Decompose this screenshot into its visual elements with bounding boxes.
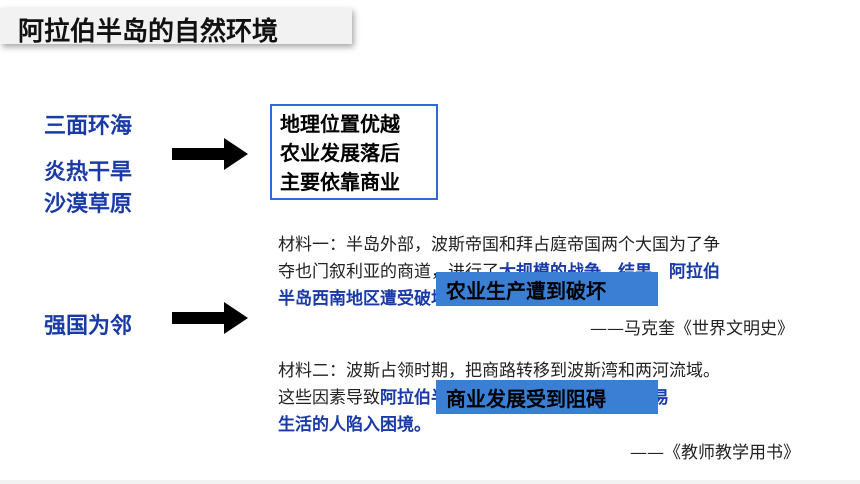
arrow-right-icon bbox=[172, 302, 248, 334]
material-2-line-3: 生活的人陷入困境。 bbox=[278, 415, 431, 435]
page-title: 阿拉伯半岛的自然环境 bbox=[18, 17, 279, 47]
arrow-right-icon bbox=[172, 138, 248, 170]
tag-commerce-hindered: 商业发展受到阻碍 bbox=[436, 380, 658, 414]
material-1-line-3: 半岛西南地区遭受破坏 bbox=[278, 289, 448, 309]
result-line-agriculture: 农业发展落后 bbox=[280, 141, 400, 165]
tag-agriculture-destroyed: 农业生产遭到破坏 bbox=[436, 272, 658, 306]
result-line-location: 地理位置优越 bbox=[280, 112, 400, 136]
label-strong-neighbors: 强国为邻 bbox=[44, 314, 133, 339]
title-bar bbox=[0, 8, 352, 44]
result-line-commerce: 主要依靠商业 bbox=[280, 170, 400, 194]
material-1-source: ——马克奎《世界文明史》 bbox=[590, 319, 794, 339]
material-1-line-1: 材料一：半岛外部，波斯帝国和拜占庭帝国两个大国为了争 bbox=[278, 235, 720, 255]
label-hot-dry: 炎热干旱 bbox=[44, 160, 133, 185]
bottom-strip bbox=[0, 480, 860, 484]
result-box: 地理位置优越 农业发展落后 主要依靠商业 bbox=[270, 104, 438, 200]
label-desert-grassland: 沙漠草原 bbox=[44, 192, 133, 217]
material-2-source: ——《教师教学用书》 bbox=[630, 443, 800, 463]
label-three-sides-sea: 三面环海 bbox=[44, 114, 133, 139]
material-2-line-1: 材料二：波斯占领时期，把商路转移到波斯湾和两河流域。 bbox=[278, 361, 720, 381]
